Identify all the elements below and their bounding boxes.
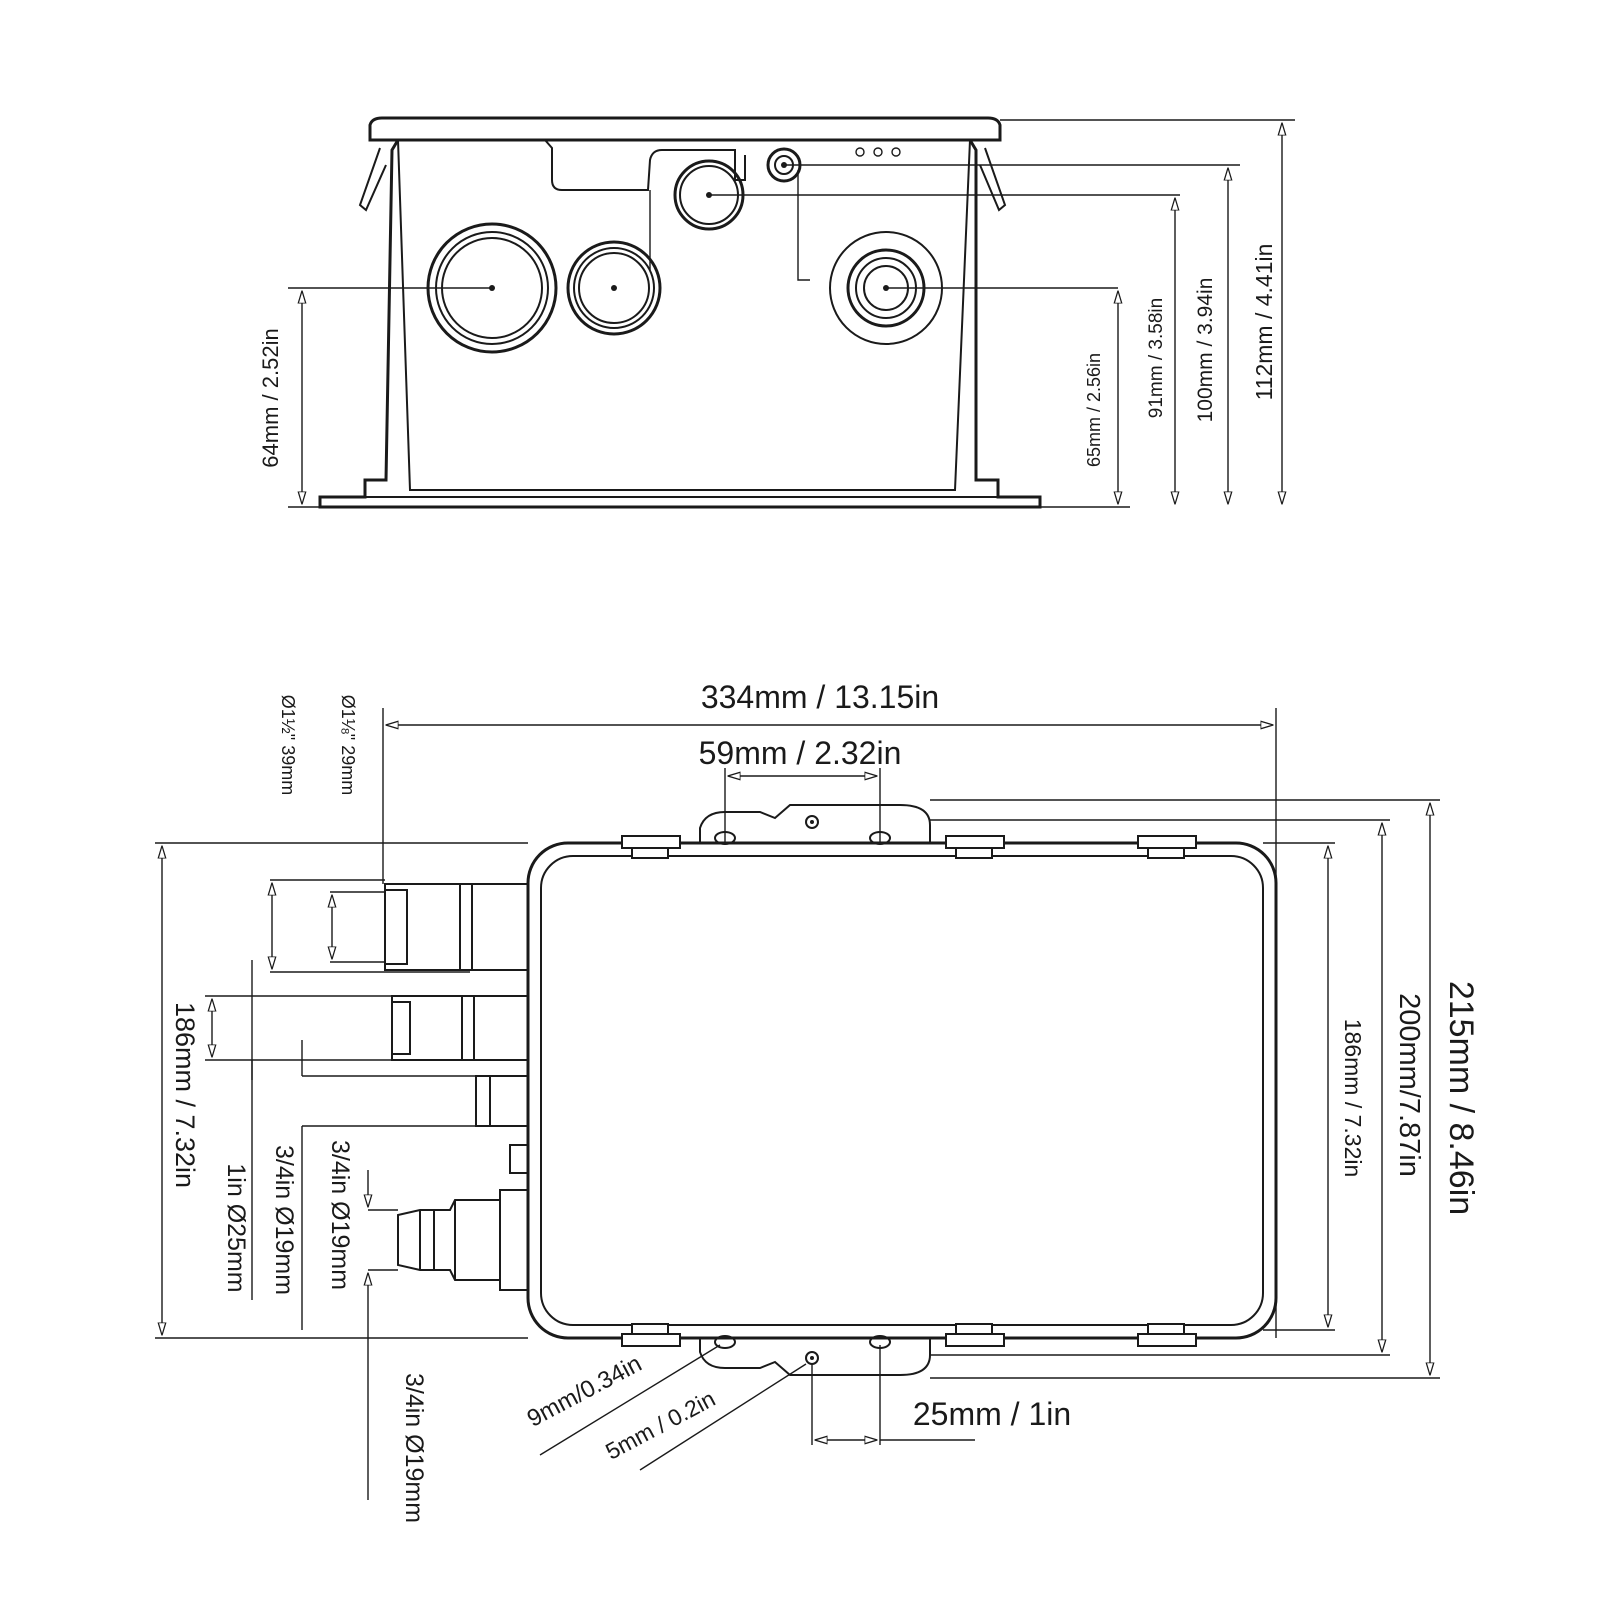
dim-100-label: 100mm / 3.94in — [1194, 278, 1217, 423]
tank-body — [526, 841, 1278, 1340]
dim-200-label: 200mm/7.87in — [1393, 993, 1425, 1177]
dim-112-label: 112mm / 4.41in — [1251, 244, 1277, 401]
dim-334-label: 334mm / 13.15in — [701, 679, 939, 715]
inlet-29mm — [391, 995, 529, 1061]
port-medium — [566, 240, 662, 336]
dim-9-label: 9mm/0.34in — [523, 1350, 646, 1433]
dim-186-left-label: 186mm / 7.32in — [170, 1002, 200, 1188]
dim-186-right-label: 186mm / 7.32in — [1340, 1019, 1366, 1178]
right-clip — [979, 147, 1007, 212]
left-clip — [358, 147, 387, 212]
dim-64-label: 64mm / 2.52in — [258, 328, 283, 467]
bracket-bottom — [699, 1338, 931, 1376]
dim-91-label: 91mm / 3.58in — [1146, 298, 1167, 418]
bracket-top — [699, 804, 931, 843]
dim-34b-label: 3/4in Ø19mm — [326, 1140, 354, 1290]
lid-tabs-top — [621, 835, 1197, 859]
dim-215-label: 215mm / 8.46in — [1442, 981, 1480, 1215]
dim-34c-label: 3/4in Ø19mm — [400, 1373, 428, 1523]
front-view: 64mm / 2.52in 65mm / 2.56in 91mm / 3.58i… — [258, 116, 1295, 509]
dim-34a-label: 3/4in Ø19mm — [270, 1145, 298, 1295]
housing-outline — [318, 116, 1042, 509]
dim-1in-label: 1in Ø25mm — [222, 1163, 250, 1292]
dim-65-label: 65mm / 2.56in — [1084, 353, 1104, 467]
small-nub — [509, 1144, 529, 1174]
outlet-small — [475, 1075, 529, 1127]
dim-5-label: 5mm / 0.2in — [601, 1385, 719, 1464]
lid-tabs-bottom — [621, 1323, 1197, 1347]
top-view: 334mm / 13.15in 59mm / 2.32in Ø1½" 39mm … — [155, 679, 1480, 1523]
dim-59-label: 59mm / 2.32in — [699, 735, 902, 771]
dim-25-label: 25mm / 1in — [913, 1396, 1071, 1432]
outlet-hose-barb — [397, 1189, 529, 1291]
port-small — [766, 147, 802, 183]
dim-39-label: Ø1½" 39mm — [278, 695, 298, 795]
inlet-39mm — [384, 883, 529, 971]
dim-29-label: Ø1⅛" 29mm — [338, 695, 358, 795]
